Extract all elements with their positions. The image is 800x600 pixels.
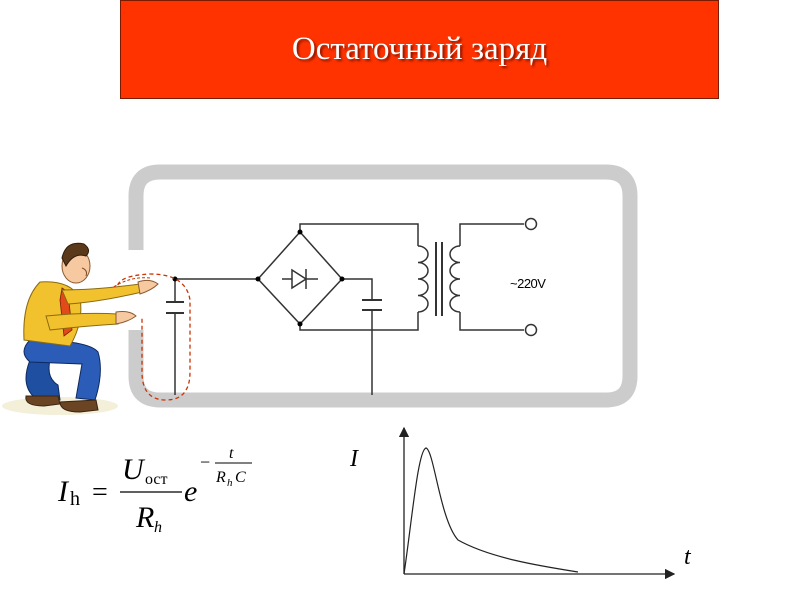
terminal-bottom-icon bbox=[524, 323, 538, 337]
page-title: Остаточный заряд bbox=[291, 31, 548, 67]
formula-exp-denominator-symbol: R bbox=[215, 469, 226, 486]
formula-exp-base: e bbox=[184, 475, 197, 508]
formula-numerator-symbol: U bbox=[122, 453, 146, 486]
formula-equals: = bbox=[92, 477, 108, 508]
transformer-icon bbox=[417, 242, 461, 316]
discharge-current-formula: I h = U ост R h e − t R h C bbox=[57, 445, 252, 536]
graph-x-label: t bbox=[684, 544, 692, 570]
title-banner: Остаточный заряд bbox=[120, 0, 719, 99]
voltage-label: ~220V bbox=[510, 276, 546, 291]
graph-y-label: I bbox=[349, 446, 359, 472]
junction-dots bbox=[172, 229, 345, 327]
diode-icon bbox=[282, 268, 318, 290]
discharge-path-outline bbox=[116, 273, 191, 401]
formula-lhs-symbol: I bbox=[57, 475, 70, 508]
enclosure-frame bbox=[128, 164, 638, 408]
formula-exp-denominator-tail: C bbox=[235, 469, 246, 486]
formula-exp-sign: − bbox=[200, 452, 210, 472]
formula-numerator-subscript: ост bbox=[145, 471, 168, 488]
output-terminals bbox=[524, 217, 538, 337]
person-crouching-touching-wire-icon bbox=[2, 242, 159, 415]
formula-exp-denominator-subscript: h bbox=[227, 477, 233, 489]
terminal-top-icon bbox=[524, 217, 538, 231]
formula-denominator-symbol: R bbox=[135, 501, 154, 534]
current-decay-graph: I t bbox=[349, 426, 692, 580]
left-capacitor-icon bbox=[166, 301, 184, 314]
graph-current-curve bbox=[403, 447, 579, 575]
formula-exp-numerator: t bbox=[229, 445, 234, 462]
circuit-wires bbox=[174, 223, 524, 395]
formula-denominator-subscript: h bbox=[154, 519, 162, 536]
formula-lhs-subscript: h bbox=[70, 488, 80, 510]
smoothing-capacitor-icon bbox=[362, 299, 382, 311]
